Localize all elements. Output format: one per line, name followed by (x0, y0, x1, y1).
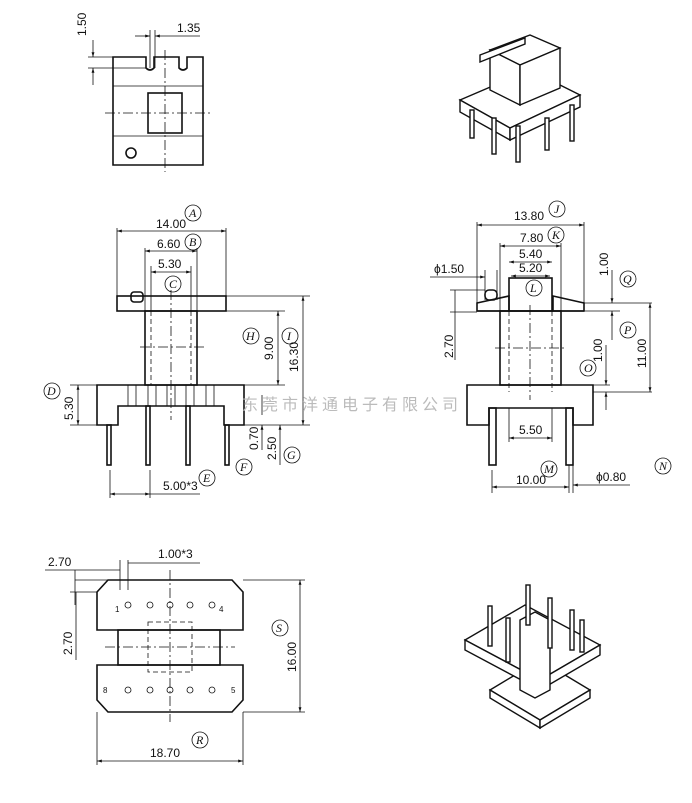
dim-h: 9.00 (262, 336, 276, 360)
label-a: A (188, 206, 197, 220)
label-l: L (529, 281, 537, 295)
label-h: H (245, 329, 256, 343)
dim-edge: 2.70 (48, 555, 72, 569)
label-r: R (195, 733, 204, 747)
bottom-view: 1 4 8 5 2.70 1.00*3 2.70 16.00 S 18.70 R (45, 547, 305, 765)
dim-d: 5.30 (62, 396, 76, 420)
isometric-view-top (458, 34, 582, 163)
top-view: 1.50 1.35 (75, 12, 212, 172)
label-c: C (169, 277, 178, 291)
dim-s: 16.00 (285, 642, 299, 672)
dim-g: 2.50 (265, 436, 279, 460)
label-j: J (554, 202, 560, 216)
isometric-view-bottom (463, 584, 602, 730)
dim-m: 10.00 (516, 473, 546, 487)
dim-r: 18.70 (150, 746, 180, 760)
pin-label-1: 1 (115, 605, 120, 614)
dim-j: 13.80 (514, 209, 544, 223)
dim-a: 14.00 (156, 217, 186, 231)
dim-2-70: 2.70 (442, 334, 456, 358)
label-b: B (189, 235, 197, 249)
dim-o: 1.00 (591, 338, 605, 362)
dim-pitch: 1.00*3 (158, 547, 193, 561)
dim-5-40: 5.40 (519, 247, 543, 261)
dim-f: 0.70 (247, 426, 261, 450)
dim-side: 2.70 (61, 631, 75, 655)
pin-label-8: 8 (103, 686, 108, 695)
label-q: Q (623, 272, 632, 286)
dim-e: 5.00*3 (163, 479, 198, 493)
label-g: G (287, 448, 296, 462)
label-e: E (202, 471, 211, 485)
dim-p: 11.00 (635, 339, 649, 368)
dim-q: 1.00 (597, 252, 611, 276)
dim-i: 16.30 (287, 342, 301, 372)
front-view: 14.00 A 6.60 B 5.30 C 9.00 H 16.30 I 5.3… (43, 204, 310, 498)
label-n: N (658, 459, 668, 473)
pin-label-4: 4 (219, 605, 224, 614)
watermark: 东莞市洋通电子有限公司 (242, 395, 462, 414)
label-p: P (623, 323, 632, 337)
pin-label-5: 5 (231, 686, 236, 695)
label-o: O (584, 361, 593, 375)
label-m: M (543, 462, 555, 476)
label-d: D (46, 384, 56, 398)
label-k: K (551, 228, 561, 242)
dim-c: 5.30 (158, 257, 182, 271)
dim-b: 6.60 (157, 237, 181, 251)
pin-holes (124, 601, 216, 694)
dim-slot-depth: 1.50 (75, 12, 89, 36)
dim-hole: ϕ1.50 (434, 262, 464, 276)
side-view: 13.80 J 7.80 K 5.40 5.20 L ϕ1.50 2.70 1.… (430, 200, 672, 493)
dim-n: ϕ0.80 (596, 470, 626, 484)
label-f: F (239, 460, 248, 474)
dim-l: 5.20 (519, 261, 543, 275)
dim-slot-width: 1.35 (177, 21, 201, 35)
label-i: I (286, 329, 292, 343)
label-s: S (276, 621, 282, 635)
dim-k: 7.80 (520, 231, 544, 245)
dim-5-50: 5.50 (519, 423, 543, 437)
